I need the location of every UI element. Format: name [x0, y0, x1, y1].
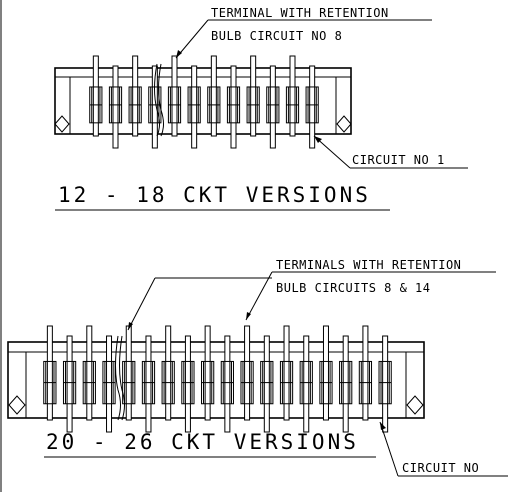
top-terminal — [89, 55, 103, 137]
bottom-terminal — [201, 325, 215, 421]
bottom-terminal-pin — [125, 325, 132, 421]
bottom-housing — [7, 341, 425, 419]
top-callout-line1: TERMINAL WITH RETENTION — [211, 6, 389, 20]
bottom-terminal-pin — [145, 335, 152, 433]
bottom-terminal-row — [43, 325, 392, 433]
top-terminal — [246, 55, 260, 137]
top-housing — [54, 67, 352, 135]
bottom-terminal — [299, 335, 313, 433]
top-callout-leader — [175, 19, 209, 59]
bottom-terminal — [378, 335, 392, 433]
top-terminal — [108, 65, 123, 149]
top-terminal-pin — [230, 65, 237, 149]
bottom-terminal-pin — [382, 335, 389, 433]
bottom-terminal-pin — [66, 335, 73, 433]
bottom-terminal-pin — [283, 325, 290, 421]
bottom-terminal-pin — [46, 325, 53, 421]
top-terminal-row — [89, 55, 319, 149]
bottom-circuit-label: CIRCUIT NO — [402, 461, 479, 475]
top-caption: 12 - 18 CKT VERSIONS — [58, 183, 371, 207]
top-terminal-pin — [132, 55, 139, 137]
top-terminal-pin — [250, 55, 257, 137]
bottom-retention-break-2 — [119, 335, 125, 421]
top-left-latch — [54, 115, 70, 133]
bottom-caption: 20 - 26 CKT VERSIONS — [46, 430, 359, 454]
bottom-left-latch — [8, 395, 26, 415]
top-terminal — [187, 65, 201, 149]
bottom-terminal — [43, 325, 57, 421]
bottom-terminal — [62, 335, 77, 433]
bottom-callout-arrow-a — [246, 312, 251, 320]
top-retention-break — [154, 63, 160, 137]
top-terminal-pin — [289, 55, 296, 137]
top-terminal-pin — [92, 55, 99, 137]
top-retention-break-2 — [158, 63, 164, 137]
bottom-terminal-pin — [362, 325, 369, 421]
bottom-terminal-pin — [224, 335, 231, 433]
bottom-terminal-pin — [342, 335, 349, 433]
bottom-terminal — [358, 325, 373, 421]
bottom-terminal-pin — [106, 335, 113, 433]
bottom-circuit-leader — [379, 421, 399, 477]
bottom-terminal-pin — [165, 325, 172, 421]
bottom-terminal — [319, 325, 333, 421]
bottom-callout-leader-b — [127, 277, 156, 331]
top-terminal-pin — [269, 65, 276, 149]
top-circuit-leader — [313, 135, 351, 169]
bottom-terminal-pin — [303, 335, 310, 433]
top-circuit-label: CIRCUIT NO 1 — [352, 153, 445, 167]
bottom-callout-line1: TERMINALS WITH RETENTION — [276, 258, 461, 272]
bottom-terminal — [181, 335, 195, 433]
bottom-terminal — [102, 335, 116, 433]
bottom-retention-break — [115, 335, 121, 421]
bottom-callout-leader-a — [245, 271, 273, 321]
bottom-terminal — [161, 325, 175, 421]
top-callout-line2: BULB CIRCUIT NO 8 — [211, 29, 342, 43]
top-terminal — [226, 65, 241, 149]
top-terminal-pin — [191, 65, 198, 149]
bottom-terminal-pin — [86, 325, 93, 421]
bottom-terminal — [240, 325, 254, 421]
top-callout-arrow — [176, 50, 182, 58]
bottom-terminal — [279, 325, 294, 421]
top-terminal — [167, 55, 182, 137]
bottom-terminal-pin — [322, 325, 329, 421]
top-terminal-pin — [112, 65, 119, 149]
bottom-circuit-arrow — [380, 422, 386, 430]
bottom-connector-view: TERMINALS WITH RETENTION BULB CIRCUITS 8… — [7, 258, 508, 477]
top-terminal-pin — [309, 65, 316, 149]
bottom-terminal — [339, 335, 353, 433]
bottom-terminal-pin — [244, 325, 251, 421]
top-terminal-pin — [151, 65, 158, 149]
bottom-terminal — [260, 335, 274, 433]
top-terminal — [285, 55, 300, 137]
top-terminal — [305, 65, 319, 149]
bottom-terminal-pin — [204, 325, 211, 421]
top-circuit-arrow — [314, 136, 322, 143]
bottom-callout-arrow-b — [128, 322, 133, 330]
top-terminal — [207, 55, 221, 137]
bottom-terminal-pin — [263, 335, 270, 433]
bottom-terminal — [141, 335, 156, 433]
top-terminal — [266, 65, 280, 149]
top-terminal — [128, 55, 142, 137]
top-terminal-pin — [210, 55, 217, 137]
bottom-callout-line2: BULB CIRCUITS 8 & 14 — [276, 281, 431, 295]
bottom-terminal-pin — [184, 335, 191, 433]
top-right-latch — [336, 115, 352, 133]
bottom-terminal — [82, 325, 96, 421]
top-terminal-pin — [171, 55, 178, 137]
bottom-terminal — [220, 335, 234, 433]
top-connector-view: TERMINAL WITH RETENTION BULB CIRCUIT NO … — [54, 6, 468, 211]
bottom-right-latch — [406, 395, 424, 415]
